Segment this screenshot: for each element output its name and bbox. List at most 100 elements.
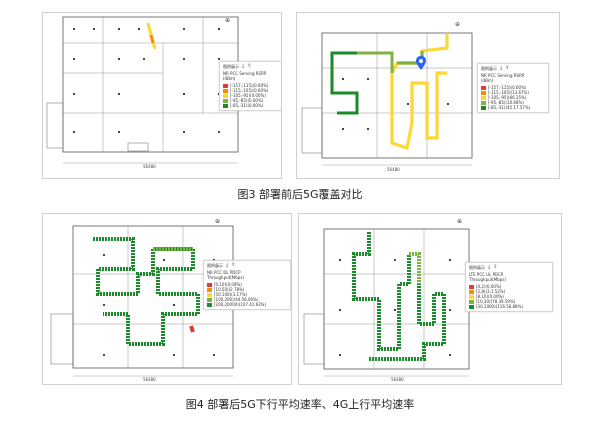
legend-swatch	[223, 88, 228, 93]
legend-swatch	[481, 100, 486, 105]
legend-item: [10,50)(2.78%)	[207, 287, 287, 292]
legend-label: [-105,-95)(0.00%)	[230, 93, 266, 98]
legend-title: NR PCC Serving RSRP (dBm)	[481, 73, 525, 83]
fig4-left-dimension: 56480	[143, 377, 156, 382]
fig4-right-dimension: 56480	[391, 377, 404, 382]
fig3-left-dimension: 56480	[143, 164, 156, 169]
legend-item: [30,1000)(116.58.88%)	[469, 304, 549, 309]
legend-rows: [-157,-115)(0.00%) [-115,-105)(13.67%) […	[481, 85, 545, 110]
fig3-left-map: 56480 ⊕ 图例展示 ⤓ ⇪ NR PCC Serving RSRP (dB…	[42, 12, 282, 179]
legend-item: [-95,-85)(10.68%)	[481, 100, 545, 105]
share-icon[interactable]: ⇪	[493, 264, 498, 270]
fig4-left-legend: 图例展示 ⤓ ⇪ NR PCC DL PDCP Throughput(Mbps)…	[203, 260, 291, 310]
share-icon[interactable]: ⇪	[231, 262, 236, 268]
legend-label: [30,1000)(116.58.88%)	[476, 304, 523, 309]
legend-label: [-95,-85)(0.00%)	[230, 98, 264, 103]
legend-label: [-85,-31)(45.17.57%)	[488, 105, 531, 110]
download-icon[interactable]: ⤓	[500, 65, 503, 71]
legend-swatch	[223, 93, 228, 98]
legend-swatch	[207, 297, 212, 302]
legend-label: [8,10)(0.00%)	[476, 294, 504, 299]
legend-item: [50,100)(3.17%)	[207, 292, 287, 297]
legend-swatch	[469, 299, 474, 304]
fig3-right-map: 56480 ⊕ 图例展示 ⤓ ⇪ NR PCC Serving RSRP (dB…	[296, 12, 560, 179]
legend-swatch	[207, 302, 212, 307]
legend-item: [-157,-115)(0.00%)	[481, 85, 545, 90]
legend-label: [10,50)(2.78%)	[214, 287, 245, 292]
legend-item: [-85,-31)(0.00%)	[223, 103, 279, 108]
fig3-right-legend: 图例展示 ⤓ ⇪ NR PCC Serving RSRP (dBm) [-157…	[477, 63, 549, 113]
legend-label: [-157,-115)(0.00%)	[488, 85, 527, 90]
fig3-left-legend: 图例展示 ⤓ ⇪ NR PCC Serving RSRP (dBm) [-157…	[219, 61, 281, 111]
fig4-left-map: 56480 ⊕ 图例展示 ⤓ ⇪ NR PCC DL PDCP Throughp…	[42, 213, 292, 385]
legend-swatch	[207, 287, 212, 292]
fig3-left-floorplan	[46, 16, 239, 164]
legend-title: LTE PCC UL PDCP Throughput(Mbps)	[469, 272, 506, 282]
legend-label: [-115,-105)(0.00%)	[230, 88, 269, 93]
legend-label: [-105,-95)(66.15%)	[488, 95, 527, 100]
legend-label: [0,10)(0.09%)	[214, 282, 242, 287]
legend-item: [200,20000)(107.41.63%)	[207, 302, 287, 307]
legend-label: [-157,-115)(0.00%)	[230, 83, 269, 88]
legend-swatch	[481, 90, 486, 95]
share-icon[interactable]: ⇪	[505, 65, 510, 71]
legend-title: NR PCC DL PDCP Throughput(Mbps)	[207, 270, 244, 280]
legend-item: [-105,-95)(66.15%)	[481, 95, 545, 100]
legend-item: [-105,-95)(0.00%)	[223, 93, 279, 98]
fig4-right-floorplan	[303, 228, 470, 377]
legend-header: 图例展示	[207, 263, 223, 268]
figure3-caption: 图3 部署前后5G覆盖对比	[237, 188, 363, 201]
legend-title: NR PCC Serving RSRP (dBm)	[223, 71, 267, 81]
legend-label: [-95,-85)(10.68%)	[488, 100, 524, 105]
legend-swatch	[481, 85, 486, 90]
legend-item: [2,8)(3.1.52%)	[469, 289, 549, 294]
legend-swatch	[469, 289, 474, 294]
legend-swatch	[207, 292, 212, 297]
compass-icon: ⊕	[215, 218, 221, 225]
legend-header: 图例展示	[481, 66, 497, 71]
legend-label: [50,100)(3.17%)	[214, 292, 247, 297]
legend-label: [100,200)(44.56.00%)	[214, 297, 259, 302]
legend-swatch	[223, 83, 228, 88]
fig4-right-map: 56480 ⊕ 图例展示 ⤓ ⇪ LTE PCC UL PDCP Through…	[298, 213, 562, 385]
legend-label: [10,30)(78.39.59%)	[476, 299, 516, 304]
compass-icon: ⊕	[457, 218, 463, 225]
compass-icon: ⊕	[225, 17, 231, 24]
location-pin-icon[interactable]	[415, 55, 427, 71]
legend-swatch	[223, 103, 228, 108]
legend-label: [-85,-31)(0.00%)	[230, 103, 264, 108]
legend-rows: [0,2)(0.00%) [2,8)(3.1.52%) [8,10)(0.00%…	[469, 284, 549, 309]
download-icon[interactable]: ⤓	[242, 63, 245, 69]
legend-item: [-157,-115)(0.00%)	[223, 83, 279, 88]
legend-swatch	[481, 95, 486, 100]
legend-item: [8,10)(0.00%)	[469, 294, 549, 299]
fig3-left-columns	[73, 28, 220, 133]
legend-label: [2,8)(3.1.52%)	[476, 289, 506, 294]
legend-swatch	[469, 284, 474, 289]
legend-item: [10,30)(78.39.59%)	[469, 299, 549, 304]
legend-item: [0,10)(0.09%)	[207, 282, 287, 287]
legend-rows: [0,10)(0.09%) [10,50)(2.78%) [50,100)(3.…	[207, 282, 287, 307]
figure4-caption: 图4 部署后5G下行平均速率、4G上行平均速率	[185, 398, 415, 411]
download-icon[interactable]: ⤓	[488, 264, 491, 270]
legend-swatch	[207, 282, 212, 287]
legend-item: [-95,-85)(0.00%)	[223, 98, 279, 103]
legend-item: [0,2)(0.00%)	[469, 284, 549, 289]
legend-swatch	[223, 98, 228, 103]
share-icon[interactable]: ⇪	[247, 63, 252, 69]
fig3-right-dimension: 56480	[387, 167, 400, 172]
legend-label: [200,20000)(107.41.63%)	[214, 302, 267, 307]
legend-rows: [-157,-115)(0.00%) [-115,-105)(0.00%) [-…	[223, 83, 279, 108]
legend-item: [-115,-105)(0.00%)	[223, 88, 279, 93]
legend-label: [-115,-105)(13.67%)	[488, 90, 529, 95]
legend-header: 图例展示	[223, 64, 239, 69]
legend-swatch	[481, 105, 486, 110]
legend-header: 图例展示	[469, 265, 485, 270]
download-icon[interactable]: ⤓	[226, 262, 229, 268]
legend-label: [0,2)(0.00%)	[476, 284, 502, 289]
fig4-right-legend: 图例展示 ⤓ ⇪ LTE PCC UL PDCP Throughput(Mbps…	[465, 262, 553, 312]
legend-item: [-85,-31)(45.17.57%)	[481, 105, 545, 110]
legend-swatch	[469, 294, 474, 299]
compass-icon: ⊕	[455, 21, 461, 28]
legend-item: [-115,-105)(13.67%)	[481, 90, 545, 95]
